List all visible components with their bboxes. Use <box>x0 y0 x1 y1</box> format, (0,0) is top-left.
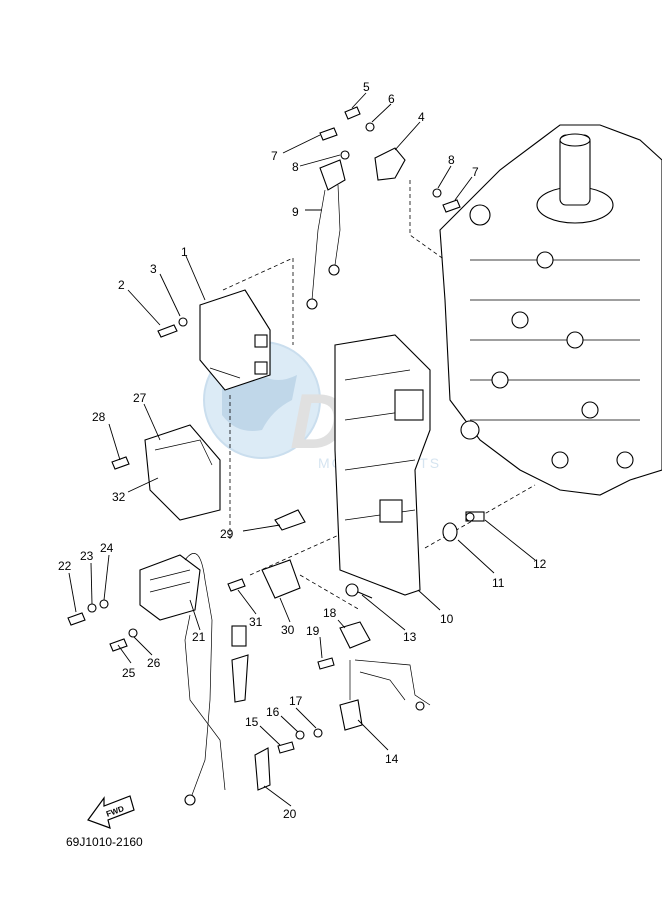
lead-wire-harness <box>306 159 346 310</box>
callout-28: 28 <box>92 410 106 424</box>
relay <box>261 559 301 599</box>
callout-14: 14 <box>385 752 399 766</box>
grommet <box>442 511 485 542</box>
callout-17: 17 <box>289 694 303 708</box>
callout-7b: 7 <box>472 165 479 179</box>
rectifier-fasteners <box>277 728 323 754</box>
connector <box>274 509 306 531</box>
callout-16: 16 <box>266 705 280 719</box>
callout-24: 24 <box>100 541 114 555</box>
bracket-bolt <box>345 583 373 599</box>
callout-2: 2 <box>118 278 125 292</box>
callout-29: 29 <box>220 527 234 541</box>
callout-8b: 8 <box>448 153 455 167</box>
callout-8a: 8 <box>292 160 299 174</box>
clamp <box>317 621 371 670</box>
callout-9: 9 <box>292 205 299 219</box>
callout-26: 26 <box>147 656 161 670</box>
callout-4: 4 <box>418 110 425 124</box>
callout-23: 23 <box>80 549 94 563</box>
callout-13: 13 <box>403 630 417 644</box>
cover <box>111 424 221 521</box>
engine-block <box>439 124 662 496</box>
ignition-coil <box>139 553 249 806</box>
callout-5: 5 <box>363 80 370 94</box>
rectifier <box>339 659 431 731</box>
plug-cap <box>254 747 271 791</box>
coil-fasteners <box>67 599 138 652</box>
callout-27: 27 <box>133 391 147 405</box>
cdi-bolt <box>157 317 188 338</box>
callout-22: 22 <box>58 559 72 573</box>
callout-1: 1 <box>181 245 188 259</box>
callout-21: 21 <box>192 630 206 644</box>
callout-20: 20 <box>283 807 297 821</box>
callout-10: 10 <box>440 612 454 626</box>
fwd-arrow-icon: FWD <box>87 795 135 829</box>
relay-screw <box>227 578 246 592</box>
diagram-code: 69J1010-2160 <box>66 835 143 849</box>
callout-18: 18 <box>323 606 337 620</box>
cdi-unit <box>199 289 271 391</box>
callout-6: 6 <box>388 92 395 106</box>
callout-25: 25 <box>122 666 136 680</box>
callout-31: 31 <box>249 615 263 629</box>
callout-12: 12 <box>533 557 547 571</box>
leader-lines <box>68 92 536 807</box>
electrical-bracket <box>334 334 431 596</box>
top-bracket <box>319 106 461 213</box>
callouts: 1 2 3 4 5 6 7 7 8 8 9 10 11 12 13 14 15 … <box>58 80 547 821</box>
callout-11: 11 <box>492 576 505 590</box>
callout-32: 32 <box>112 490 126 504</box>
callout-30: 30 <box>281 623 295 637</box>
callout-19: 19 <box>306 624 320 638</box>
callout-7a: 7 <box>271 149 278 163</box>
callout-15: 15 <box>245 715 259 729</box>
callout-3: 3 <box>150 262 157 276</box>
